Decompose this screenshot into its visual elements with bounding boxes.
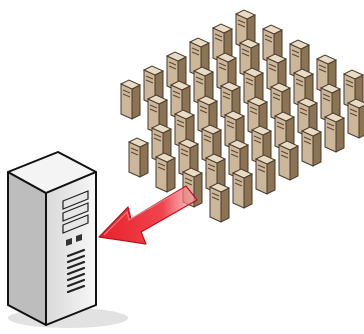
tower-server-icon: [156, 153, 175, 192]
tower-server-icon: [302, 127, 321, 166]
server-tower-icon: [8, 152, 128, 328]
tower-server-icon: [348, 99, 364, 138]
tower-server-icon: [325, 113, 344, 152]
tower-server-icon: [210, 183, 229, 222]
arrow-left-icon: [99, 186, 197, 244]
tower-server-icon: [279, 141, 298, 180]
tower-server-icon: [256, 155, 275, 194]
server-grid: [121, 10, 364, 222]
tower-server-icon: [129, 138, 148, 177]
tower-server-icon: [121, 80, 140, 119]
tower-server-icon: [233, 169, 252, 208]
